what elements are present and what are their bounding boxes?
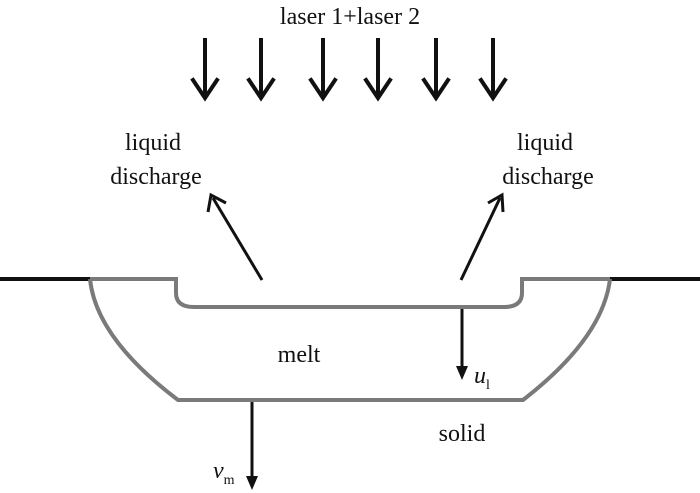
melt-label: melt — [278, 342, 321, 368]
laser-arrow-6 — [478, 38, 508, 102]
melt-velocity-var: u — [474, 363, 486, 389]
melt-velocity-sub: l — [486, 378, 490, 393]
laser-arrow-1 — [190, 38, 220, 102]
discharge-arrows — [206, 192, 505, 281]
melt-velocity-label: ul — [474, 363, 490, 393]
laser-arrow-2 — [246, 38, 276, 102]
solid-velocity-var: v — [213, 458, 224, 484]
laser-arrows — [190, 38, 508, 102]
discharge-arrow-left — [206, 192, 264, 281]
discharge-arrow-right — [459, 192, 505, 281]
solid-melt-boundary — [88, 278, 612, 402]
melt-velocity-arrow — [456, 309, 468, 380]
discharge-label-left: liquid discharge — [110, 130, 202, 190]
discharge-right-line1: liquid — [517, 130, 573, 156]
solid-velocity-sub: m — [224, 473, 235, 488]
solid-velocity-label: vm — [213, 458, 235, 488]
laser-arrow-4 — [363, 38, 393, 102]
solid-velocity-arrow — [246, 402, 258, 490]
discharge-left-line2: discharge — [110, 164, 202, 190]
laser-arrow-3 — [308, 38, 338, 102]
discharge-left-line1: liquid — [125, 130, 181, 156]
laser-arrow-5 — [421, 38, 451, 102]
solid-label: solid — [439, 421, 486, 447]
laser-title: laser 1+laser 2 — [280, 4, 420, 30]
discharge-right-line2: discharge — [502, 164, 594, 190]
discharge-label-right: liquid discharge — [502, 130, 594, 190]
melt-surface-crater — [90, 277, 610, 309]
